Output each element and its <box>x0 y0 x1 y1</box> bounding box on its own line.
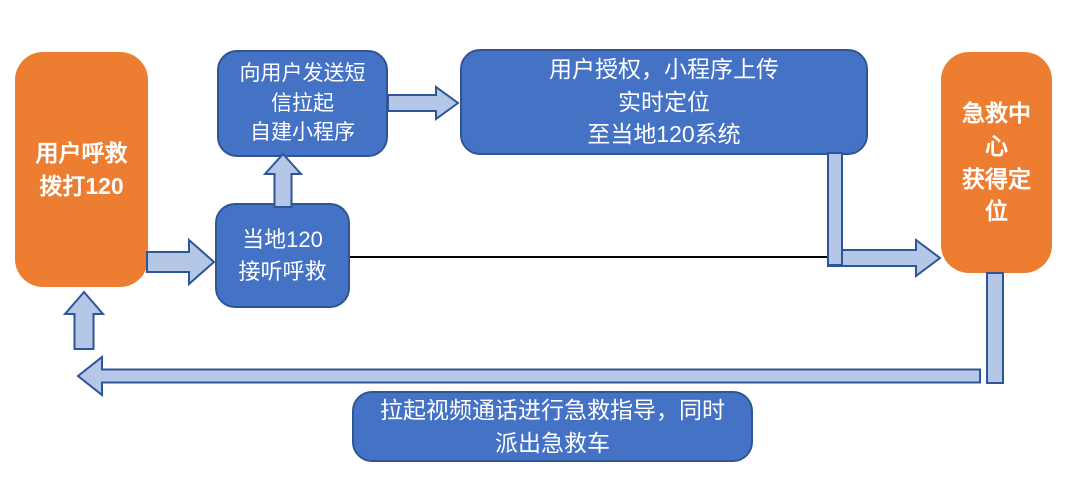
node-authorize: 用户授权，小程序上传 实时定位 至当地120系统 <box>460 49 868 155</box>
node-authorize-label: 用户授权，小程序上传 实时定位 至当地120系统 <box>549 56 779 148</box>
connector-line-local120-to-center <box>350 256 830 258</box>
node-video-call-label: 拉起视频通话进行急救指导，同时 派出急救车 <box>380 396 725 456</box>
node-emergency-center-label: 急救中 心 获得定 位 <box>962 100 1031 225</box>
node-local120-label: 当地120 接听呼救 <box>238 227 327 284</box>
arrow-sms-to-authorize-icon <box>387 85 460 121</box>
arrow-up-to-user-icon <box>62 290 106 350</box>
arrow-return-left-icon <box>76 354 981 398</box>
node-send-sms-label: 向用户发送短 信拉起 自建小程序 <box>239 61 366 145</box>
arrow-local120-to-sms-icon <box>262 152 304 208</box>
node-send-sms: 向用户发送短 信拉起 自建小程序 <box>217 50 388 157</box>
node-user-call: 用户呼救 拨打120 <box>15 52 148 287</box>
arrow-elbow-to-center-icon <box>827 238 942 278</box>
node-local120: 当地120 接听呼救 <box>215 203 350 308</box>
node-emergency-center: 急救中 心 获得定 位 <box>941 52 1052 273</box>
arrow-user-to-local120-icon <box>146 237 216 287</box>
node-video-call: 拉起视频通话进行急救指导，同时 派出急救车 <box>352 391 753 462</box>
connector-bar-center-down-icon <box>986 272 1004 384</box>
node-user-call-label: 用户呼救 拨打120 <box>35 139 128 199</box>
connector-bar-authorize-down-icon <box>827 152 843 266</box>
